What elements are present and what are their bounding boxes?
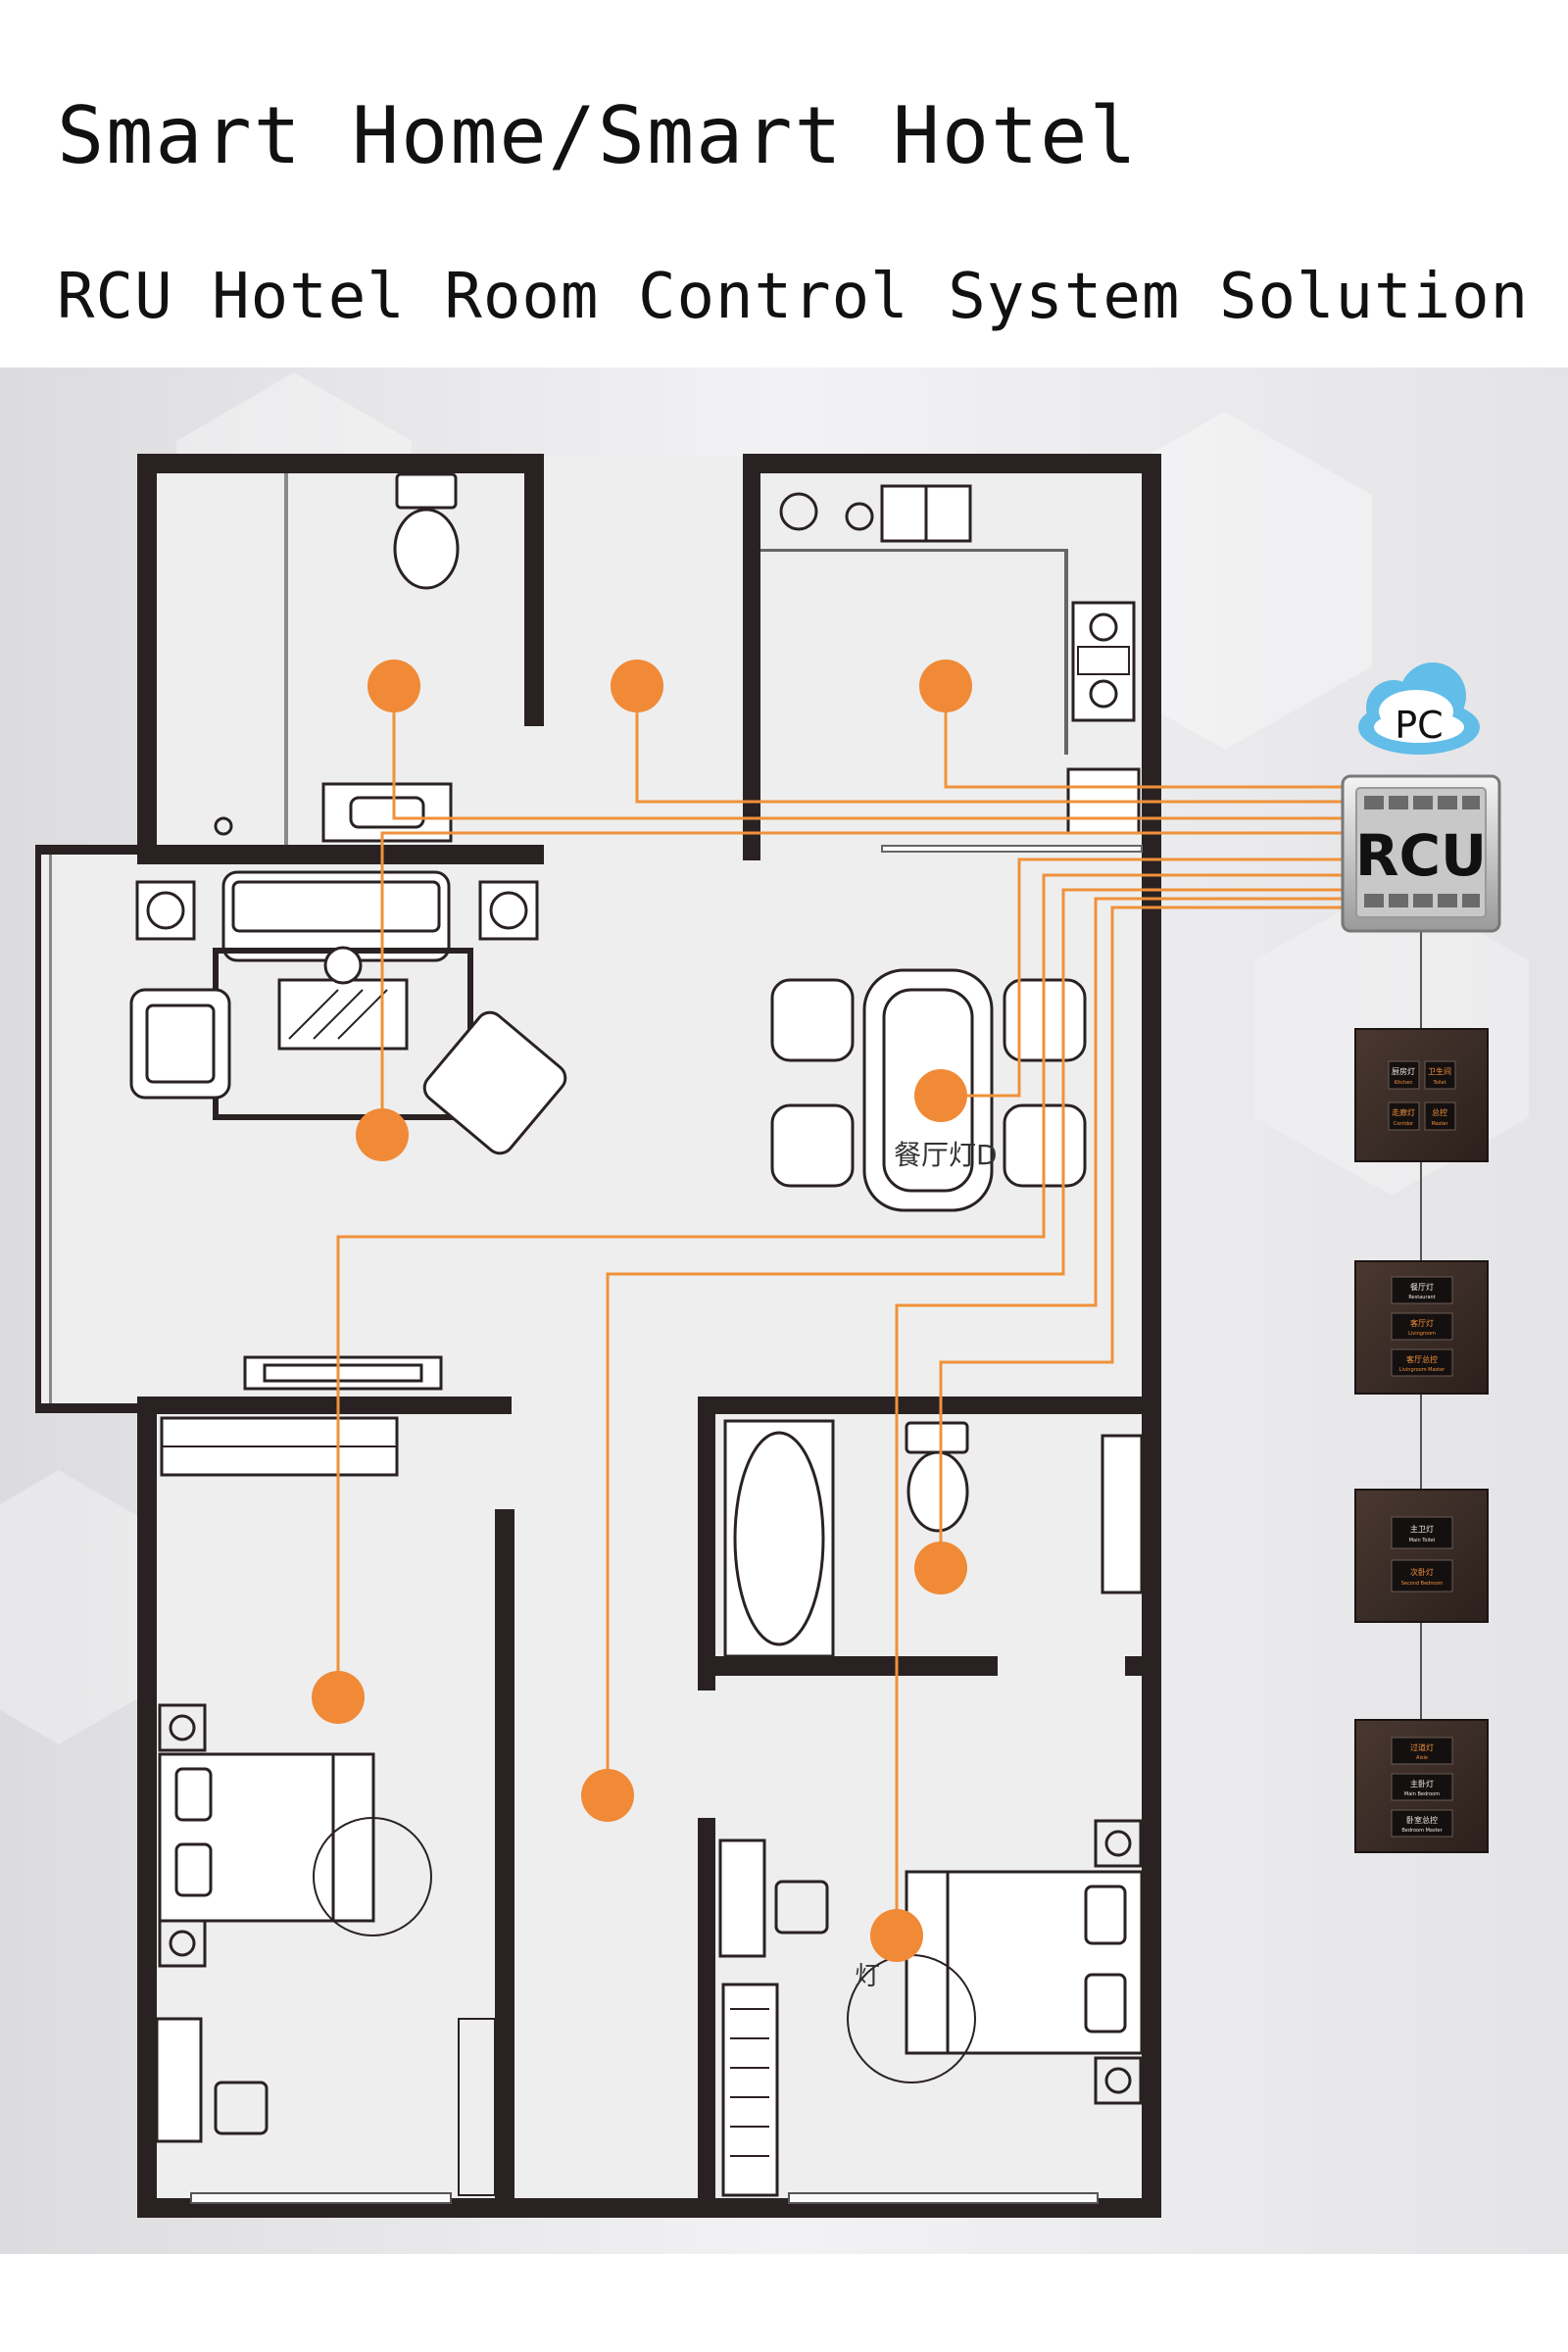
light-corridor	[611, 660, 663, 712]
page-subtitle: RCU Hotel Room Control System Solution	[57, 261, 1530, 333]
switch-panel-3: 主卫灯 Main Toilet 次卧灯 Second Bedroom	[1354, 1489, 1489, 1623]
light-kitchen	[919, 660, 972, 712]
panel-3-btn-1-cn: 主卫灯	[1410, 1524, 1434, 1534]
bedroom-light-label: 灯	[855, 1962, 880, 1991]
panel-2-btn-3-cn: 客厅总控	[1406, 1354, 1438, 1364]
light-dining	[914, 1069, 967, 1122]
panel-2-btn-1-cn: 餐厅灯	[1410, 1282, 1434, 1292]
panel-1-btn-1-en: Kitchen	[1395, 1080, 1413, 1086]
panel-4-btn-1-en: Aisle	[1416, 1755, 1428, 1761]
panel-4-btn-1-cn: 过道灯	[1410, 1742, 1434, 1752]
switch-panel-2: 餐厅灯 Restaurant 客厅灯 Livingroom 客厅总控 Livin…	[1354, 1260, 1489, 1395]
light-aisle	[581, 1769, 634, 1822]
panel-2-btn-3-en: Livingroom Master	[1399, 1367, 1446, 1373]
balcony-floor	[37, 853, 137, 1411]
panel-4-btn-2-en: Main Bedroom	[1404, 1791, 1440, 1797]
walls	[35, 454, 1161, 2218]
switch-panel-4: 过道灯 Aisle 主卧灯 Main Bedroom 卧室总控 Bedroom …	[1354, 1719, 1489, 1853]
panel-1-btn-2-en: Toilet	[1432, 1080, 1446, 1086]
panel-3-btn-1-en: Main Toilet	[1409, 1538, 1436, 1544]
panel-1-btn-4-cn: 总控	[1432, 1107, 1447, 1117]
panel-1-btn-2-cn: 卫生间	[1428, 1066, 1451, 1076]
furniture	[129, 472, 1144, 2197]
panel-4-btn-3-en: Bedroom Master	[1401, 1828, 1443, 1834]
light-bathroom-2	[914, 1542, 967, 1594]
panel-1-btn-1-cn: 厨房灯	[1392, 1066, 1415, 1076]
light-points	[312, 660, 972, 1962]
panel-1-btn-3-en: Corridor	[1394, 1121, 1414, 1127]
panel-3-btn-2-cn: 次卧灯	[1410, 1567, 1434, 1577]
light-bathroom-1	[368, 660, 420, 712]
panel-2-btn-1-en: Restaurant	[1408, 1295, 1435, 1300]
page-title: Smart Home/Smart Hotel	[57, 90, 1139, 181]
cloud-label: PC	[1395, 704, 1443, 747]
panel-4-btn-3-cn: 卧室总控	[1406, 1815, 1438, 1825]
panel-2-btn-2-en: Livingroom	[1408, 1331, 1436, 1337]
light-second-bedroom	[312, 1671, 365, 1724]
panel-1-btn-4-en: Master	[1431, 1121, 1448, 1127]
panel-1-btn-3-cn: 走廊灯	[1392, 1107, 1415, 1117]
switch-panel-1: 厨房灯 Kitchen 卫生间 Toilet 走廊灯 Corridor 总控 M…	[1354, 1028, 1489, 1162]
rcu-label: RCU	[1355, 822, 1487, 889]
panel-2-btn-2-cn: 客厅灯	[1410, 1318, 1434, 1328]
rcu-controller	[1341, 774, 1501, 933]
light-main-bedroom	[870, 1909, 923, 1962]
panel-3-btn-2-en: Second Bedroom	[1401, 1581, 1444, 1587]
control-wiring	[336, 686, 1343, 1936]
light-living-room	[356, 1108, 409, 1161]
panel-4-btn-2-cn: 主卧灯	[1410, 1779, 1434, 1788]
cloud-icon	[1358, 662, 1480, 755]
dining-light-label: 餐厅灯D	[894, 1139, 998, 1171]
